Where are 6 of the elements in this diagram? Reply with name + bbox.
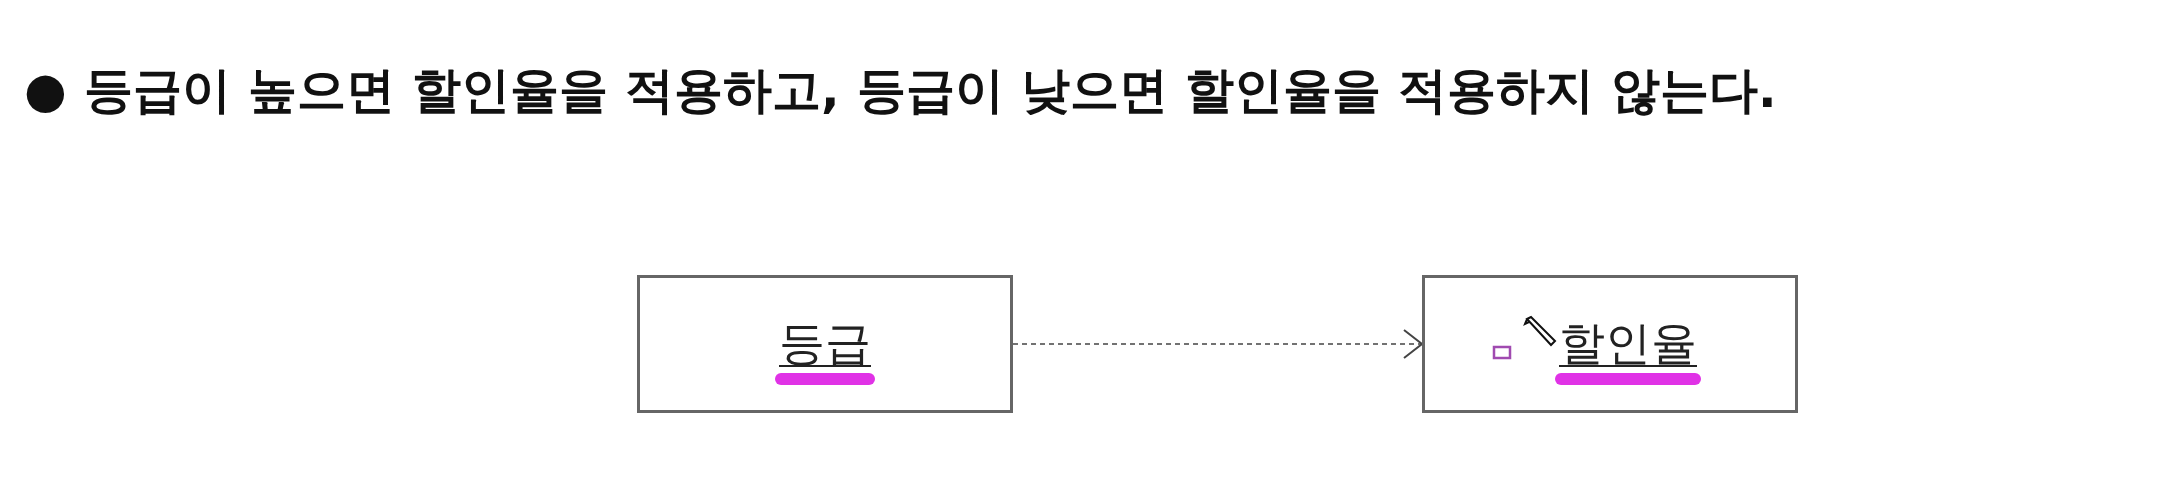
dependency-arrow [1012, 329, 1423, 359]
entity-name: 등급 [779, 315, 871, 372]
entity-box [1422, 275, 1798, 413]
entity-name: 할인율 [1559, 315, 1697, 372]
entity-box [637, 275, 1013, 413]
heading: ● 등급이 높으면 할인율을 적용하고, 등급이 낮으면 할인율을 적용하지 않는다. [24, 61, 1777, 121]
